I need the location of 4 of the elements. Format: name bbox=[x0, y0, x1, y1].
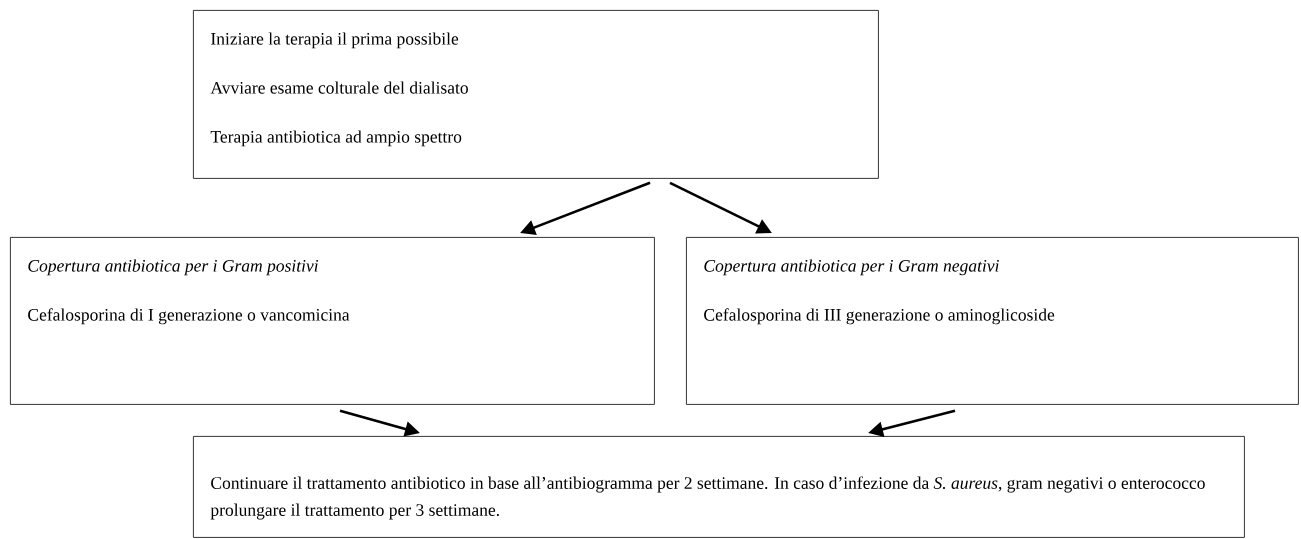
text-box: Continuare il trattamento antibiotico in base all’antibiogramma per 2 settimane. In caso d’infezione da S. aureus, gram negativi o enterococco prolungare il trattamento per 3 settimane. bbox=[193, 436, 1245, 538]
text-box: Copertura antibiotica per i Gram negativi Cefalosporina di III generazione o aminoglicoside bbox=[686, 237, 1299, 405]
text-box: Iniziare la terapia il prima possibile Avviare esame colturale del dialisato Terapia antibiotica ad ampio spettro bbox=[193, 10, 879, 179]
text-box: Copertura antibiotica per i Gram positivi Cefalosporina di I generazione o vancomicina bbox=[10, 237, 655, 405]
